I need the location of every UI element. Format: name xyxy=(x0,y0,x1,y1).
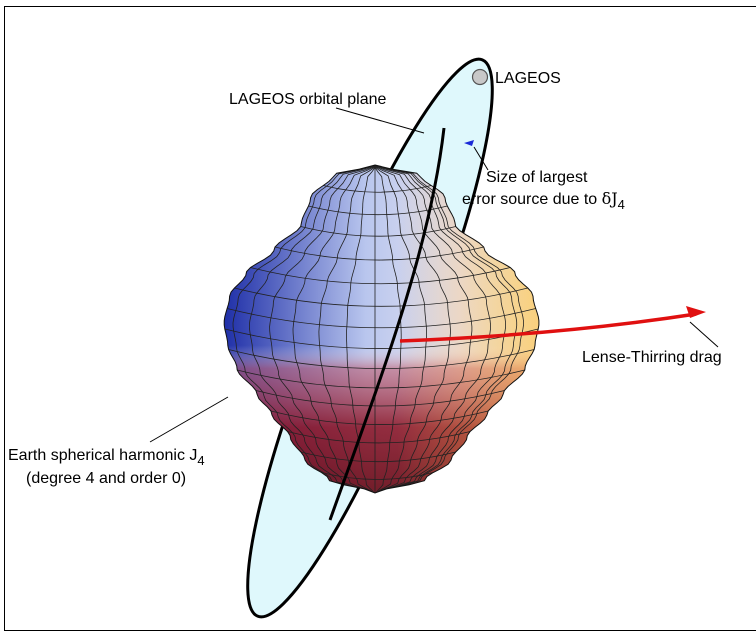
lageos-satellite-icon xyxy=(471,68,489,86)
mesh-latitude-line xyxy=(321,472,434,480)
mesh-latitude-line xyxy=(228,349,535,369)
orbital-plane-leader xyxy=(335,107,425,134)
mesh-latitude-line xyxy=(255,390,505,407)
mesh-latitude-line xyxy=(323,185,432,193)
mesh-longitude-line xyxy=(374,165,506,493)
mesh-longitude-line xyxy=(292,166,376,493)
label-error-prefix: error source due to xyxy=(462,191,602,208)
label-orbital-plane: LAGEOS orbital plane xyxy=(229,91,387,108)
label-harmonic-line1: Earth spherical harmonic J4 xyxy=(8,447,205,468)
mesh-latitude-line xyxy=(234,287,528,307)
mesh-latitude-line xyxy=(308,205,448,216)
label-error-line1: Size of largest xyxy=(486,169,588,186)
label-harmonic-sub: 4 xyxy=(197,453,204,468)
mesh-latitude-line xyxy=(237,369,525,389)
frame-border xyxy=(4,6,756,631)
mesh-latitude-line xyxy=(224,328,539,349)
label-lense-thirring-drag: Lense-Thirring drag xyxy=(582,349,722,366)
lense-thirring-drag-arrow xyxy=(399,312,697,343)
mesh-longitude-line xyxy=(374,165,473,493)
mesh-latitude-line xyxy=(250,267,511,285)
mesh-longitude-line xyxy=(248,165,376,493)
harmonic-leader xyxy=(149,396,229,443)
label-error-line2: error source due to δJ4 xyxy=(462,189,625,212)
mesh-longitude-line xyxy=(374,165,518,493)
drag-arrowhead-icon xyxy=(686,306,706,318)
mesh-longitude-line xyxy=(374,165,491,493)
label-harmonic-prefix: Earth spherical harmonic J xyxy=(8,447,197,464)
mesh-latitude-line xyxy=(270,410,489,425)
error-leader xyxy=(473,146,489,171)
label-lageos: LAGEOS xyxy=(495,70,561,87)
mesh-longitude-line xyxy=(232,165,376,493)
mesh-longitude-line xyxy=(318,166,376,493)
label-harmonic-line2: (degree 4 and order 0) xyxy=(26,470,186,487)
orbital-plane-front-arc xyxy=(328,127,446,521)
mesh-longitude-line xyxy=(269,165,376,493)
mesh-latitude-line xyxy=(274,246,484,261)
error-size-marker-icon xyxy=(464,140,474,146)
drag-leader xyxy=(689,321,719,348)
mesh-latitude-line xyxy=(227,308,536,329)
mesh-longitude-line xyxy=(374,165,524,493)
mesh-latitude-line xyxy=(300,226,456,237)
mesh-longitude-line xyxy=(346,167,376,493)
earth-j4-surface xyxy=(223,164,540,494)
label-error-delta: δJ xyxy=(602,189,618,208)
label-error-sub: 4 xyxy=(618,197,625,212)
